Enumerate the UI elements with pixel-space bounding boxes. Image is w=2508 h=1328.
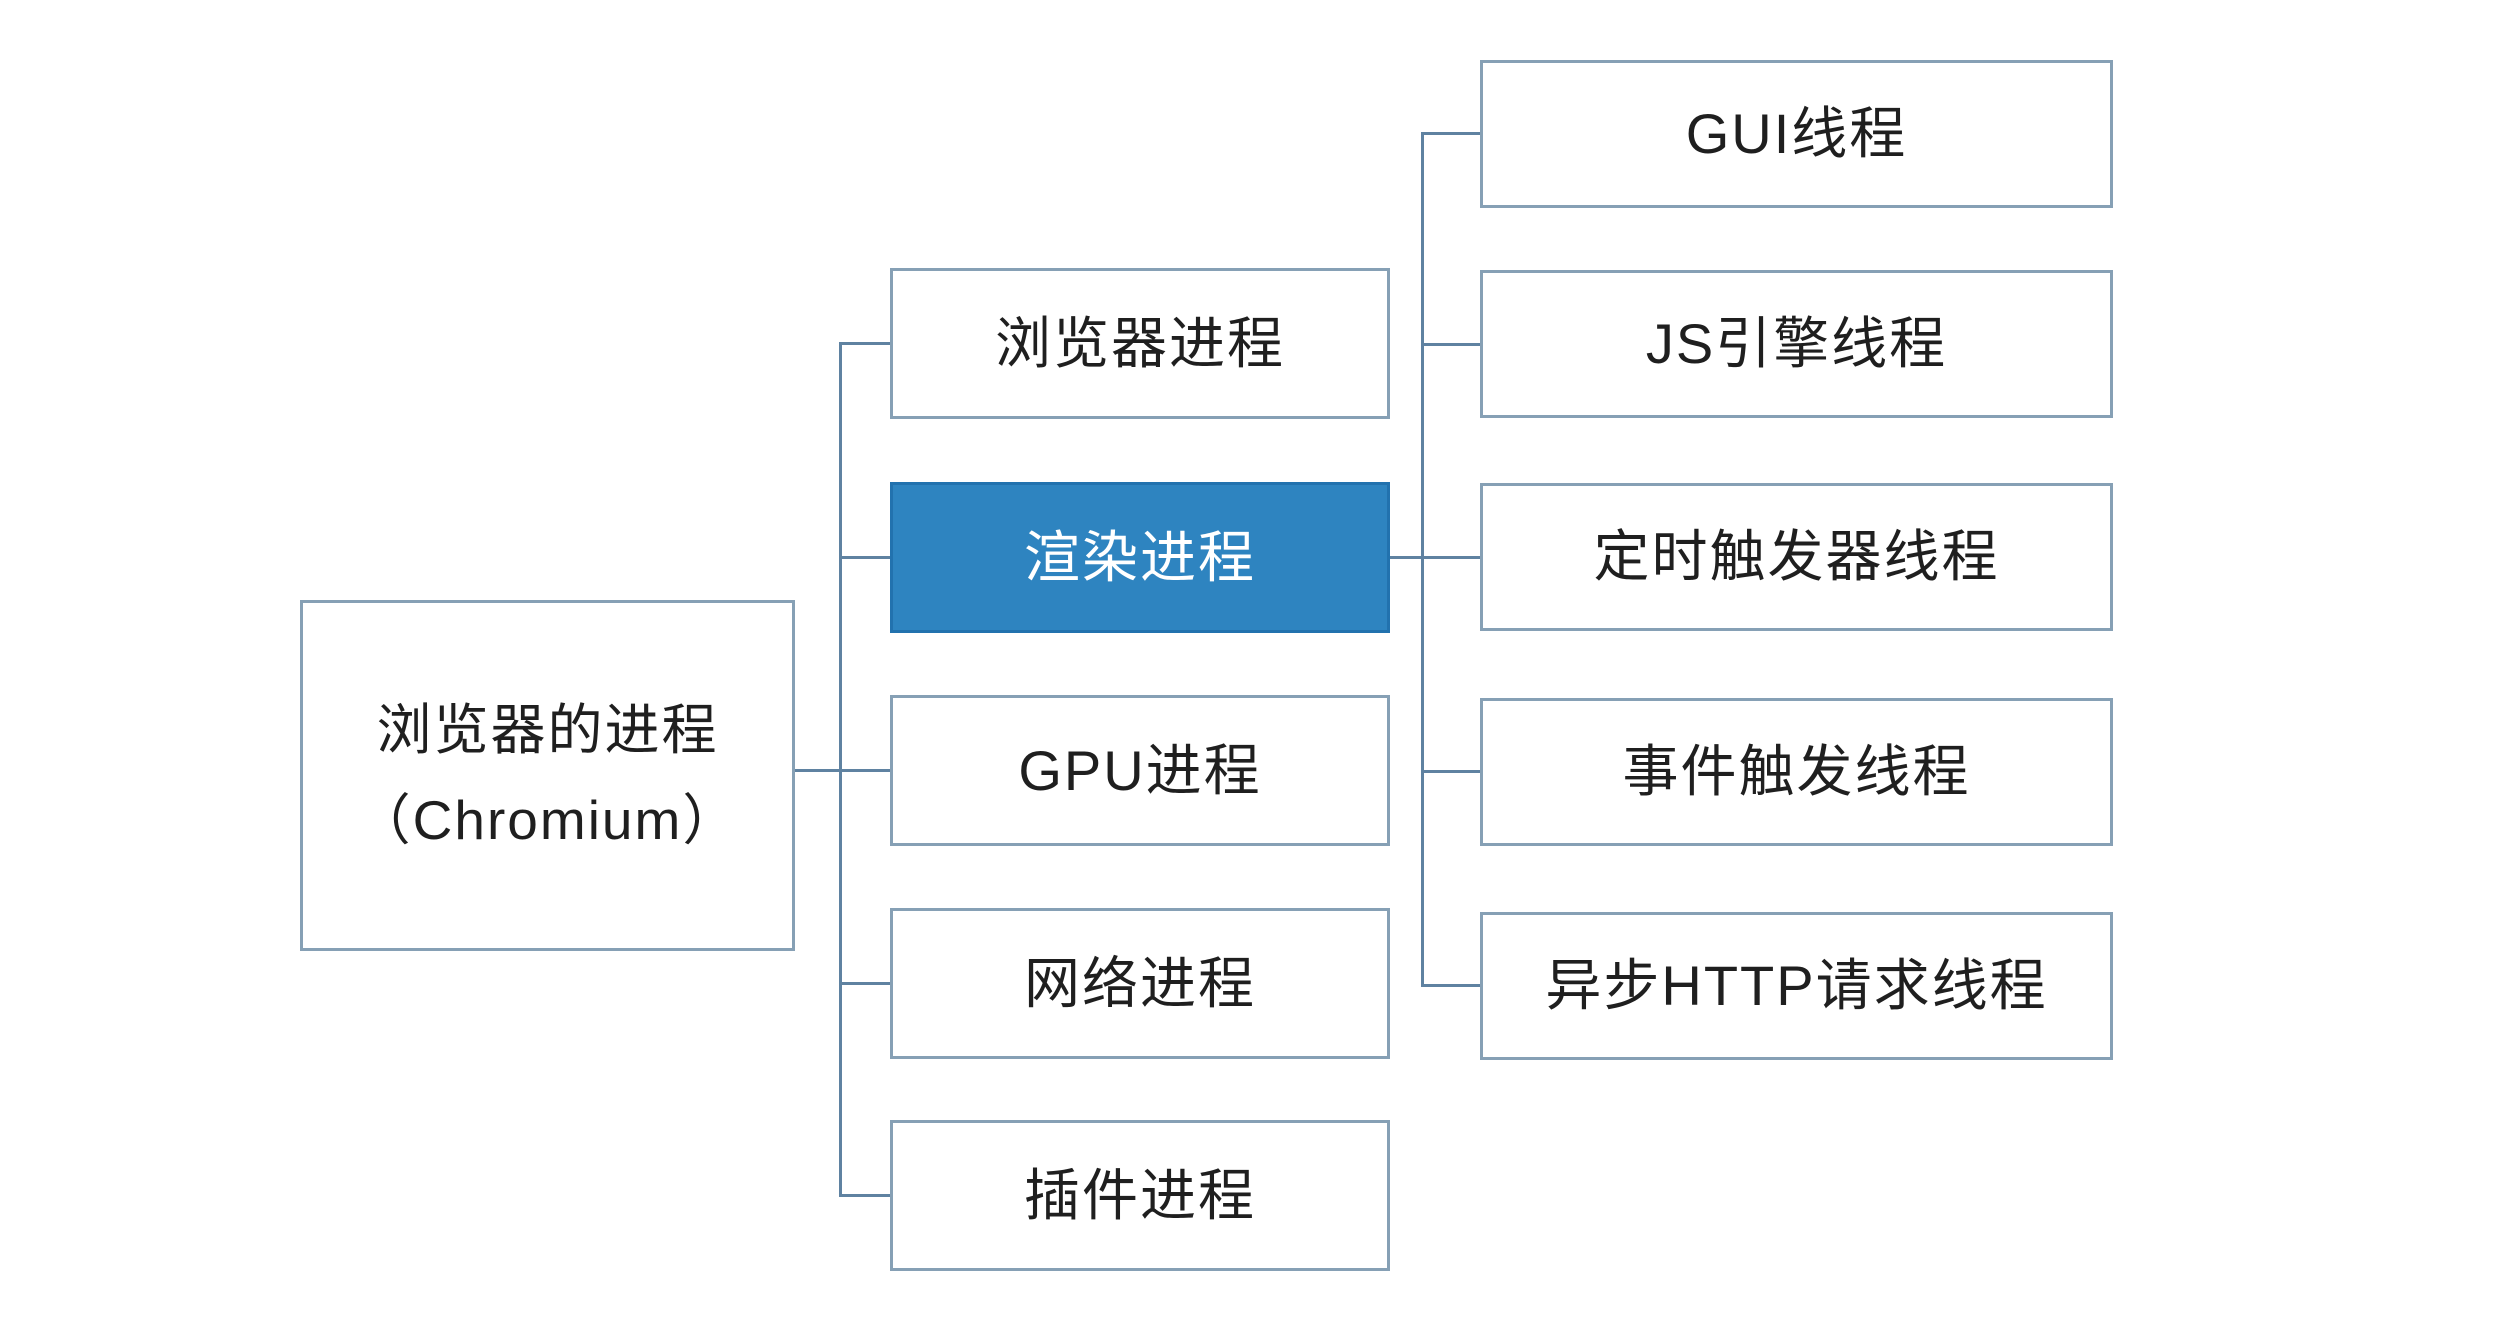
connector-spine-to-network-process [840,982,892,985]
connector-render-to-timer-thread [1390,556,1480,559]
node-js-engine-thread: JS引擎线程 [1480,270,2113,418]
node-render-process: 渲染进程 [890,482,1390,633]
node-label: GPU进程 [1018,738,1262,802]
connector-process-spine [839,342,842,1197]
connector-spine-to-js-thread [1422,343,1480,346]
node-label: 插件进程 [1024,1163,1256,1227]
node-browser-process-root: 浏览器的进程 （Chromium） [300,600,795,951]
connector-root-to-gpu-process [795,769,890,772]
node-plugin-process: 插件进程 [890,1120,1390,1271]
connector-thread-spine [1421,132,1424,987]
node-label: 异步HTTP请求线程 [1545,954,2048,1017]
node-label: 网络进程 [1024,951,1256,1015]
node-network-process: 网络进程 [890,908,1390,1059]
root-label-line1: 浏览器的进程 [376,699,719,762]
connector-spine-to-plugin-process [840,1194,892,1197]
node-gui-thread: GUI线程 [1480,60,2113,208]
root-label-line2: （Chromium） [355,788,740,851]
node-event-trigger-thread: 事件触发线程 [1480,698,2113,846]
node-label: JS引擎线程 [1645,312,1948,375]
node-timer-trigger-thread: 定时触发器线程 [1480,483,2113,631]
connector-spine-to-browser-process [840,342,892,345]
node-label: 定时触发器线程 [1593,525,2000,588]
node-label: 渲染进程 [1024,525,1256,589]
node-gpu-process: GPU进程 [890,695,1390,846]
node-label: 浏览器进程 [995,311,1285,375]
connector-spine-to-http-thread [1422,984,1480,987]
connector-spine-to-gui-thread [1422,132,1480,135]
node-browser-process: 浏览器进程 [890,268,1390,419]
connector-spine-to-event-thread [1422,770,1480,773]
connector-spine-to-render-process [840,556,892,559]
node-async-http-thread: 异步HTTP请求线程 [1480,912,2113,1060]
node-label: GUI线程 [1685,102,1908,165]
node-label: 事件触发线程 [1622,740,1971,803]
